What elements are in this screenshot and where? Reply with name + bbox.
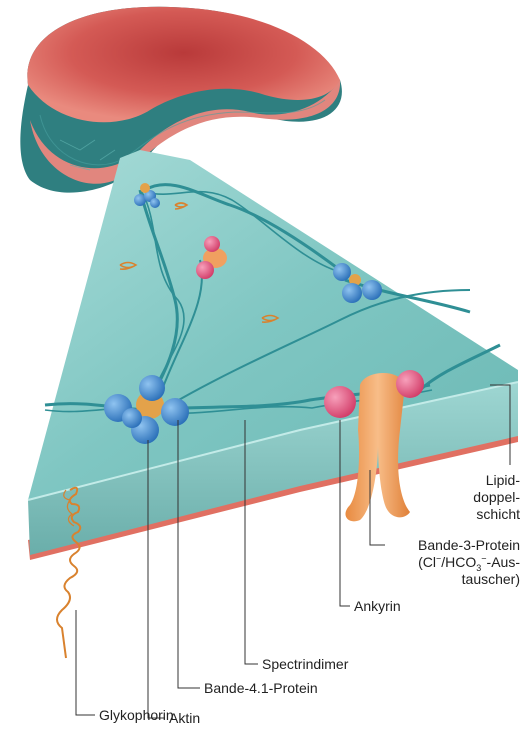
- ankyrin-sphere: [324, 386, 356, 418]
- label-bande3-line2: (Cl−/HCO3−-Aus-: [370, 554, 520, 571]
- label-lipid-doppelschicht: Lipid- doppel- schicht: [455, 472, 520, 523]
- label-spectrindimer: Spectrindimer: [262, 656, 348, 673]
- label-glykophorin: Glykophorin: [99, 707, 174, 724]
- label-lipid-line2: doppel-: [455, 489, 520, 506]
- label-lipid-line3: schicht: [455, 506, 520, 523]
- label-bande3-protein: Bande-3-Protein (Cl−/HCO3−-Aus- tauscher…: [370, 537, 520, 588]
- leader-glykophorin: [76, 610, 95, 715]
- membrane-slab: [28, 150, 518, 560]
- label-ankyrin: Ankyrin: [354, 598, 401, 615]
- label-bande41-protein: Bande-4.1-Protein: [204, 680, 318, 697]
- label-bande3-line1: Bande-3-Protein: [370, 537, 520, 554]
- label-lipid-line1: Lipid-: [455, 472, 520, 489]
- label-bande3-line3: tauscher): [370, 571, 520, 588]
